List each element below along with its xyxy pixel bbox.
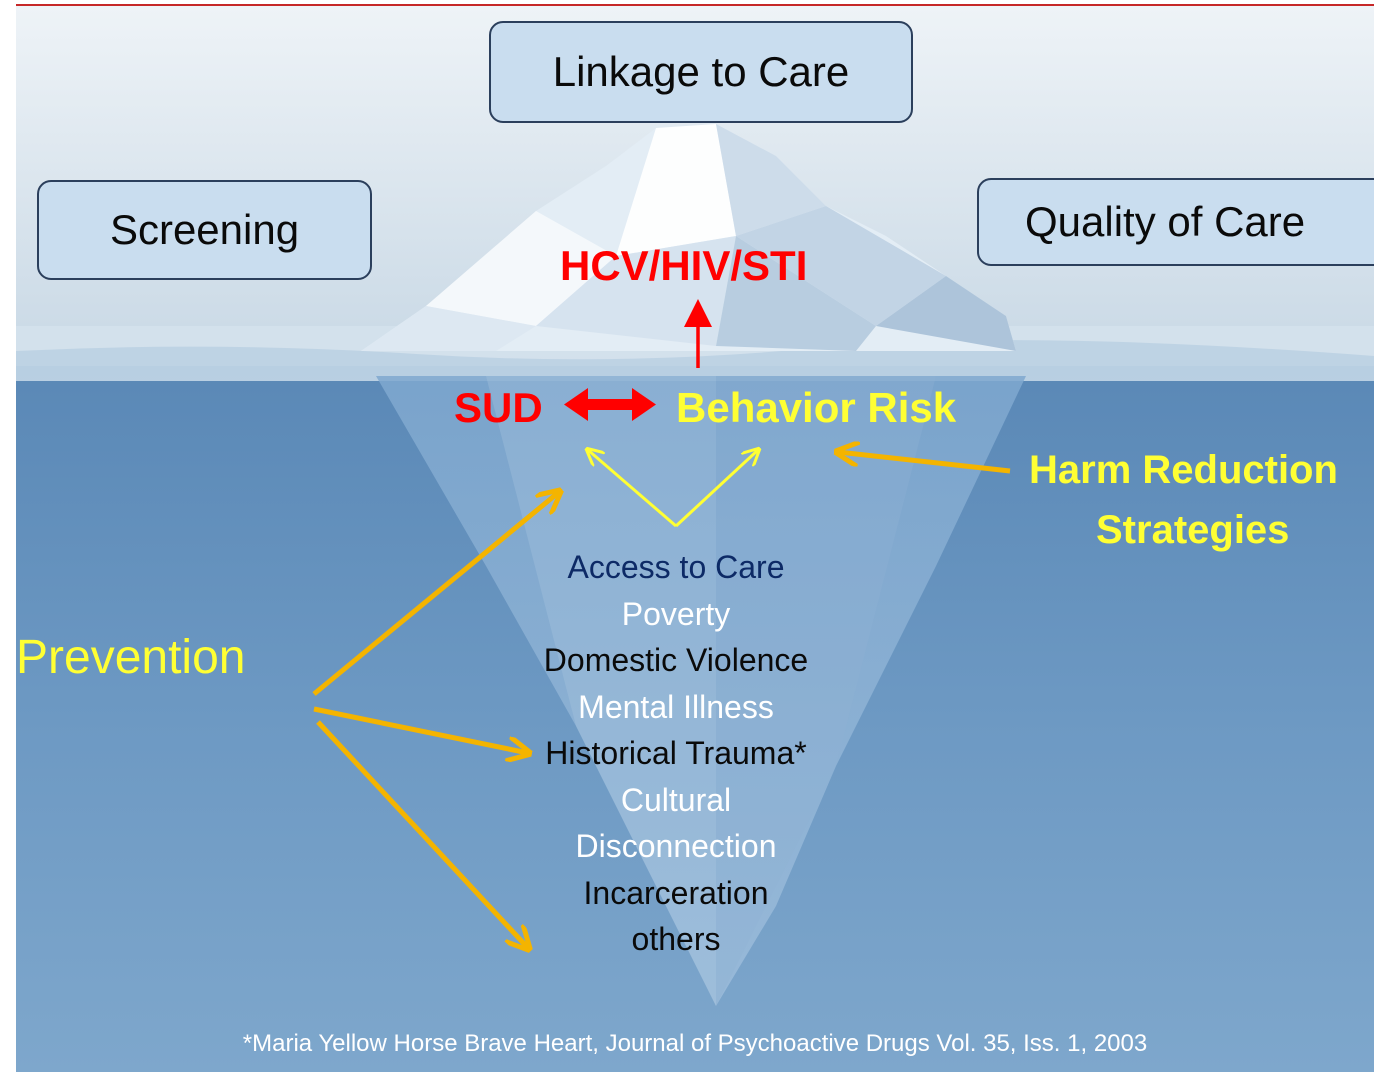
iceberg-illustration [16,6,1374,1072]
factor-disconnection: Disconnection [575,828,777,864]
factor-cultural: Cultural [620,781,732,818]
citation: *Maria Yellow Horse Brave Heart, Journal… [242,1030,1148,1057]
arrow-harm-reduction [838,452,1011,474]
screening-box: Screening [37,180,372,280]
quality-of-care-label: Quality of Care [1025,198,1306,245]
iceberg-underwater [376,376,1026,1006]
screening-label: Screening [109,206,300,253]
factor-mental-illness: Mental Illness [578,688,774,725]
factor-poverty: Poverty [621,595,731,632]
factor-others: others [631,921,721,957]
double-arrow-sud-behavior [564,388,656,421]
harm-reduction-label: Harm Reduction [1029,448,1338,492]
prevention-arrows [312,492,559,948]
yellow-v-arrows [588,450,758,528]
linkage-to-care-label: Linkage to Care [552,48,850,95]
sud-label: SUD [454,384,543,431]
factor-access-to-care: Access to Care [567,549,785,585]
factor-domestic-violence: Domestic Violence [543,642,809,678]
top-rule [16,4,1374,6]
prevention-label: Prevention [16,631,246,684]
linkage-to-care-box: Linkage to Care [489,21,913,123]
factor-incarceration: Incarceration [583,874,769,911]
harm-reduction-strategies-label: Strategies [1096,508,1290,552]
risk-factor-list: Access to Care Poverty Domestic Violence… [496,544,856,963]
behavior-risk-label: Behavior Risk [676,384,957,431]
factor-historical-trauma: Historical Trauma* [545,735,807,771]
quality-of-care-box: Quality of Care [977,178,1374,266]
outcome-label: HCV/HIV/STI [560,242,808,289]
slide: Linkage to Care Screening Quality of Car… [16,6,1374,1072]
